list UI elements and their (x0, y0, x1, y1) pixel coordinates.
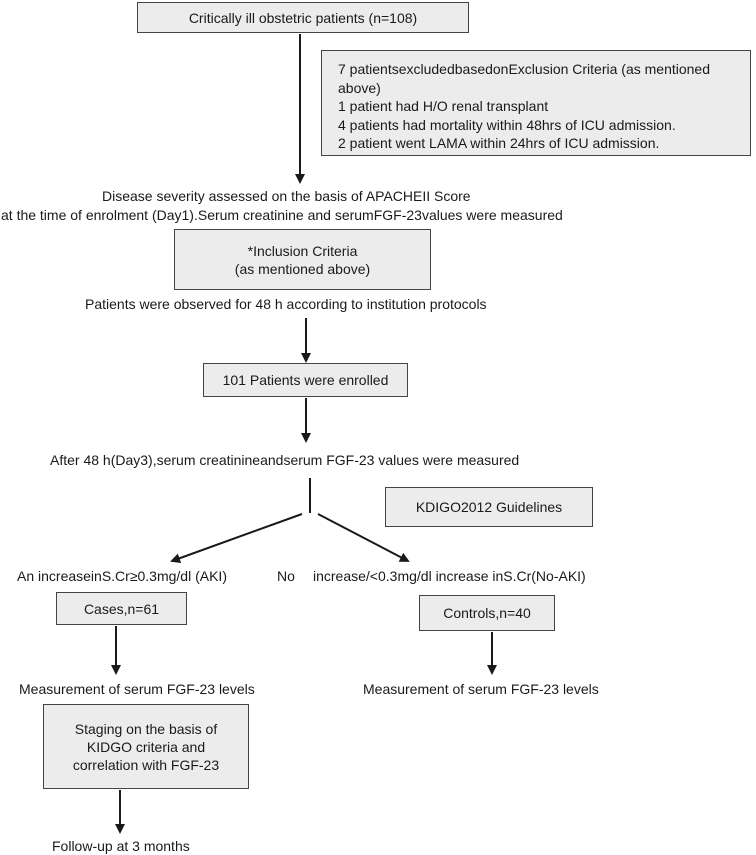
enrolled-box: 101 Patients were enrolled (203, 363, 408, 397)
exclusion-line-1: 7 patientsexcludedbasedonExclusion Crite… (338, 61, 710, 77)
kdigo-box: KDIGO2012 Guidelines (385, 487, 593, 527)
controls-box-text: Controls,n=40 (443, 605, 531, 621)
enrolled-box-text: 101 Patients were enrolled (222, 372, 389, 388)
exclusion-line-5: 2 patient went LAMA within 24hrs of ICU … (338, 135, 660, 151)
exclusion-line-3: 1 patient had H/O renal transplant (338, 98, 549, 114)
day3-text: After 48 h(Day3),serum creatinineandseru… (50, 452, 520, 468)
inclusion-box: *Inclusion Criteria (as mentioned above) (174, 229, 431, 290)
observed-text: Patients were observed for 48 h accordin… (85, 296, 487, 312)
arrow-split-to-noaki (317, 513, 410, 562)
kdigo-box-text: KDIGO2012 Guidelines (415, 499, 563, 515)
staging-line-1: Staging on the basis of (74, 720, 218, 737)
inclusion-line-1: *Inclusion Criteria (247, 242, 358, 259)
no-word: No (277, 568, 295, 584)
start-box-text: Critically ill obstetric patients (n=108… (188, 9, 418, 26)
staging-line-3: correlation with FGF-23 (72, 756, 220, 773)
noaki-text: increase/<0.3mg/dl increase inS.Cr(No-AK… (313, 568, 586, 584)
staging-box: Staging on the basis of KIDGO criteria a… (43, 704, 249, 789)
cases-box: Cases,n=61 (56, 592, 187, 625)
followup-text: Follow-up at 3 months (52, 838, 190, 854)
exclusion-box: 7 patientsexcludedbasedonExclusion Crite… (321, 50, 751, 156)
aki-text: An increaseinS.Cr≥0.3mg/dl (AKI) (17, 568, 227, 584)
severity-text-line1: Disease severity assessed on the basis o… (102, 188, 471, 204)
start-box: Critically ill obstetric patients (n=108… (137, 2, 469, 33)
staging-line-2: KIDGO criteria and (86, 738, 206, 755)
measure-left-text: Measurement of serum FGF-23 levels (19, 681, 255, 697)
exclusion-line-2: above) (338, 79, 381, 96)
controls-box: Controls,n=40 (419, 595, 555, 631)
cases-box-text: Cases,n=61 (83, 600, 160, 617)
arrow-split-to-aki (170, 513, 303, 563)
inclusion-line-2: (as mentioned above) (234, 260, 371, 277)
measure-right-text: Measurement of serum FGF-23 levels (363, 681, 599, 697)
exclusion-line-4: 4 patients had mortality within 48hrs of… (338, 116, 676, 133)
severity-text-line2: at the time of enrolment (Day1).Serum cr… (1, 207, 563, 223)
